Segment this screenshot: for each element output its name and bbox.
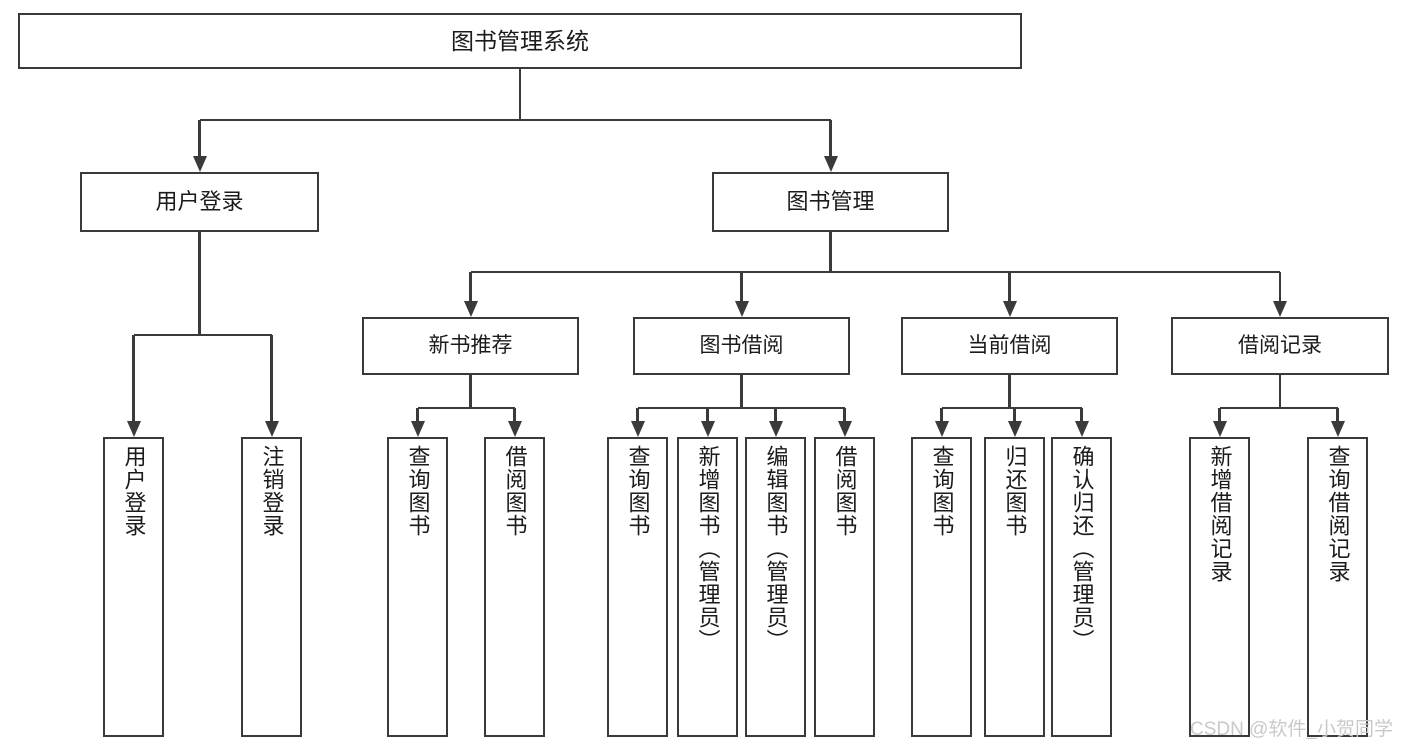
connector-trunk-borrow-record [1278, 375, 1282, 408]
connector-branch-leaf-query-book-2 [636, 408, 639, 421]
connector-bar-current-borrow [941, 406, 1082, 410]
arrowhead-icon [1273, 301, 1287, 317]
arrowhead-icon [1212, 421, 1227, 437]
node-leaf-confirm-return[interactable]: 确认归还（管理员） [1051, 437, 1112, 737]
node-leaf-query-book-2-label: 查询图书 [625, 445, 651, 537]
node-current-borrow-label: 当前借阅 [967, 333, 1052, 357]
node-leaf-query-book-3-label: 查询图书 [929, 445, 955, 537]
arrowhead-icon [1002, 301, 1017, 317]
arrowhead-icon [734, 301, 749, 317]
node-leaf-return-book-label: 归还图书 [1002, 445, 1028, 537]
node-leaf-query-book-2[interactable]: 查询图书 [607, 437, 668, 737]
node-root-label: 图书管理系统 [451, 27, 589, 54]
node-book-manage-label: 图书管理 [786, 189, 875, 215]
node-leaf-add-book-admin-label: 新增图书（管理员） [695, 445, 721, 652]
arrowhead-icon [410, 421, 425, 437]
connector-branch-leaf-confirm-return [1080, 408, 1083, 421]
node-leaf-query-record[interactable]: 查询借阅记录 [1307, 437, 1368, 737]
node-leaf-user-login-label: 用户登录 [121, 445, 147, 537]
node-leaf-logout[interactable]: 注销登录 [241, 437, 302, 737]
node-leaf-confirm-return-label: 确认归还（管理员） [1069, 445, 1095, 652]
connector-bar-book-borrow [637, 406, 845, 410]
arrowhead-icon [463, 301, 478, 317]
connector-bar-book-manage [470, 270, 1280, 274]
connector-branch-user-login [198, 120, 201, 156]
node-new-book-recommend-label: 新书推荐 [428, 333, 513, 357]
node-user-login[interactable]: 用户登录 [80, 172, 319, 232]
node-leaf-user-login[interactable]: 用户登录 [103, 437, 164, 737]
arrowhead-icon [192, 156, 207, 172]
connector-trunk-book-manage [829, 232, 832, 272]
node-leaf-return-book[interactable]: 归还图书 [984, 437, 1045, 737]
node-leaf-query-record-label: 查询借阅记录 [1325, 445, 1351, 583]
connector-branch-new-book-recommend [469, 272, 472, 301]
node-book-manage[interactable]: 图书管理 [712, 172, 949, 232]
node-leaf-logout-label: 注销登录 [259, 445, 285, 537]
arrowhead-icon [823, 156, 838, 172]
connector-branch-book-borrow [740, 272, 743, 301]
arrowhead-icon [264, 421, 279, 437]
arrowhead-icon [1330, 421, 1345, 437]
arrowhead-icon [837, 421, 852, 437]
node-book-borrow[interactable]: 图书借阅 [633, 317, 850, 375]
node-leaf-query-book-1-label: 查询图书 [405, 445, 431, 537]
node-leaf-add-record-label: 新增借阅记录 [1207, 445, 1233, 583]
node-leaf-query-book-1[interactable]: 查询图书 [387, 437, 448, 737]
connector-trunk-current-borrow [1008, 375, 1011, 408]
connector-bar-root [199, 118, 831, 122]
node-book-borrow-label: 图书借阅 [699, 333, 784, 357]
arrowhead-icon [630, 421, 645, 437]
arrowhead-icon [1007, 421, 1022, 437]
connector-trunk-book-borrow [740, 375, 743, 408]
node-leaf-edit-book-admin[interactable]: 编辑图书（管理员） [745, 437, 806, 737]
connector-branch-leaf-query-book-3 [940, 408, 943, 421]
connector-branch-leaf-borrow-book-2 [843, 408, 846, 421]
node-leaf-add-record[interactable]: 新增借阅记录 [1189, 437, 1250, 737]
connector-branch-leaf-borrow-book-1 [513, 408, 516, 421]
connector-bar-borrow-record [1219, 406, 1338, 410]
arrowhead-icon [1074, 421, 1089, 437]
node-leaf-borrow-book-1[interactable]: 借阅图书 [484, 437, 545, 737]
connector-branch-book-manage [829, 120, 832, 156]
connector-branch-leaf-query-book-1 [416, 408, 419, 421]
connector-branch-leaf-add-record [1218, 408, 1221, 421]
connector-branch-leaf-user-login [132, 335, 135, 421]
connector-branch-borrow-record [1278, 272, 1282, 301]
connector-branch-current-borrow [1008, 272, 1011, 301]
node-leaf-query-book-3[interactable]: 查询图书 [911, 437, 972, 737]
connector-trunk-new-book-recommend [469, 375, 472, 408]
node-root[interactable]: 图书管理系统 [18, 13, 1022, 69]
arrowhead-icon [934, 421, 949, 437]
node-leaf-borrow-book-2[interactable]: 借阅图书 [814, 437, 875, 737]
connector-branch-leaf-edit-book-admin [774, 408, 777, 421]
arrowhead-icon [126, 421, 141, 437]
node-leaf-edit-book-admin-label: 编辑图书（管理员） [763, 445, 789, 652]
node-borrow-record-label: 借阅记录 [1238, 333, 1322, 357]
node-leaf-borrow-book-2-label: 借阅图书 [832, 445, 858, 537]
node-leaf-borrow-book-1-label: 借阅图书 [502, 445, 528, 537]
connector-bar-user-login [133, 333, 272, 337]
connector-branch-leaf-return-book [1013, 408, 1016, 421]
arrowhead-icon [700, 421, 715, 437]
connector-branch-leaf-query-record [1336, 408, 1339, 421]
node-borrow-record[interactable]: 借阅记录 [1171, 317, 1389, 375]
connector-bar-new-book-recommend [417, 406, 515, 410]
node-user-login-label: 用户登录 [155, 189, 244, 215]
connector-branch-leaf-logout [270, 335, 273, 421]
node-leaf-add-book-admin[interactable]: 新增图书（管理员） [677, 437, 738, 737]
connector-trunk-user-login [198, 232, 201, 335]
arrowhead-icon [507, 421, 522, 437]
arrowhead-icon [768, 421, 783, 437]
connector-branch-leaf-add-book-admin [706, 408, 709, 421]
connector-trunk-root [518, 69, 522, 120]
node-new-book-recommend[interactable]: 新书推荐 [362, 317, 579, 375]
node-current-borrow[interactable]: 当前借阅 [901, 317, 1118, 375]
